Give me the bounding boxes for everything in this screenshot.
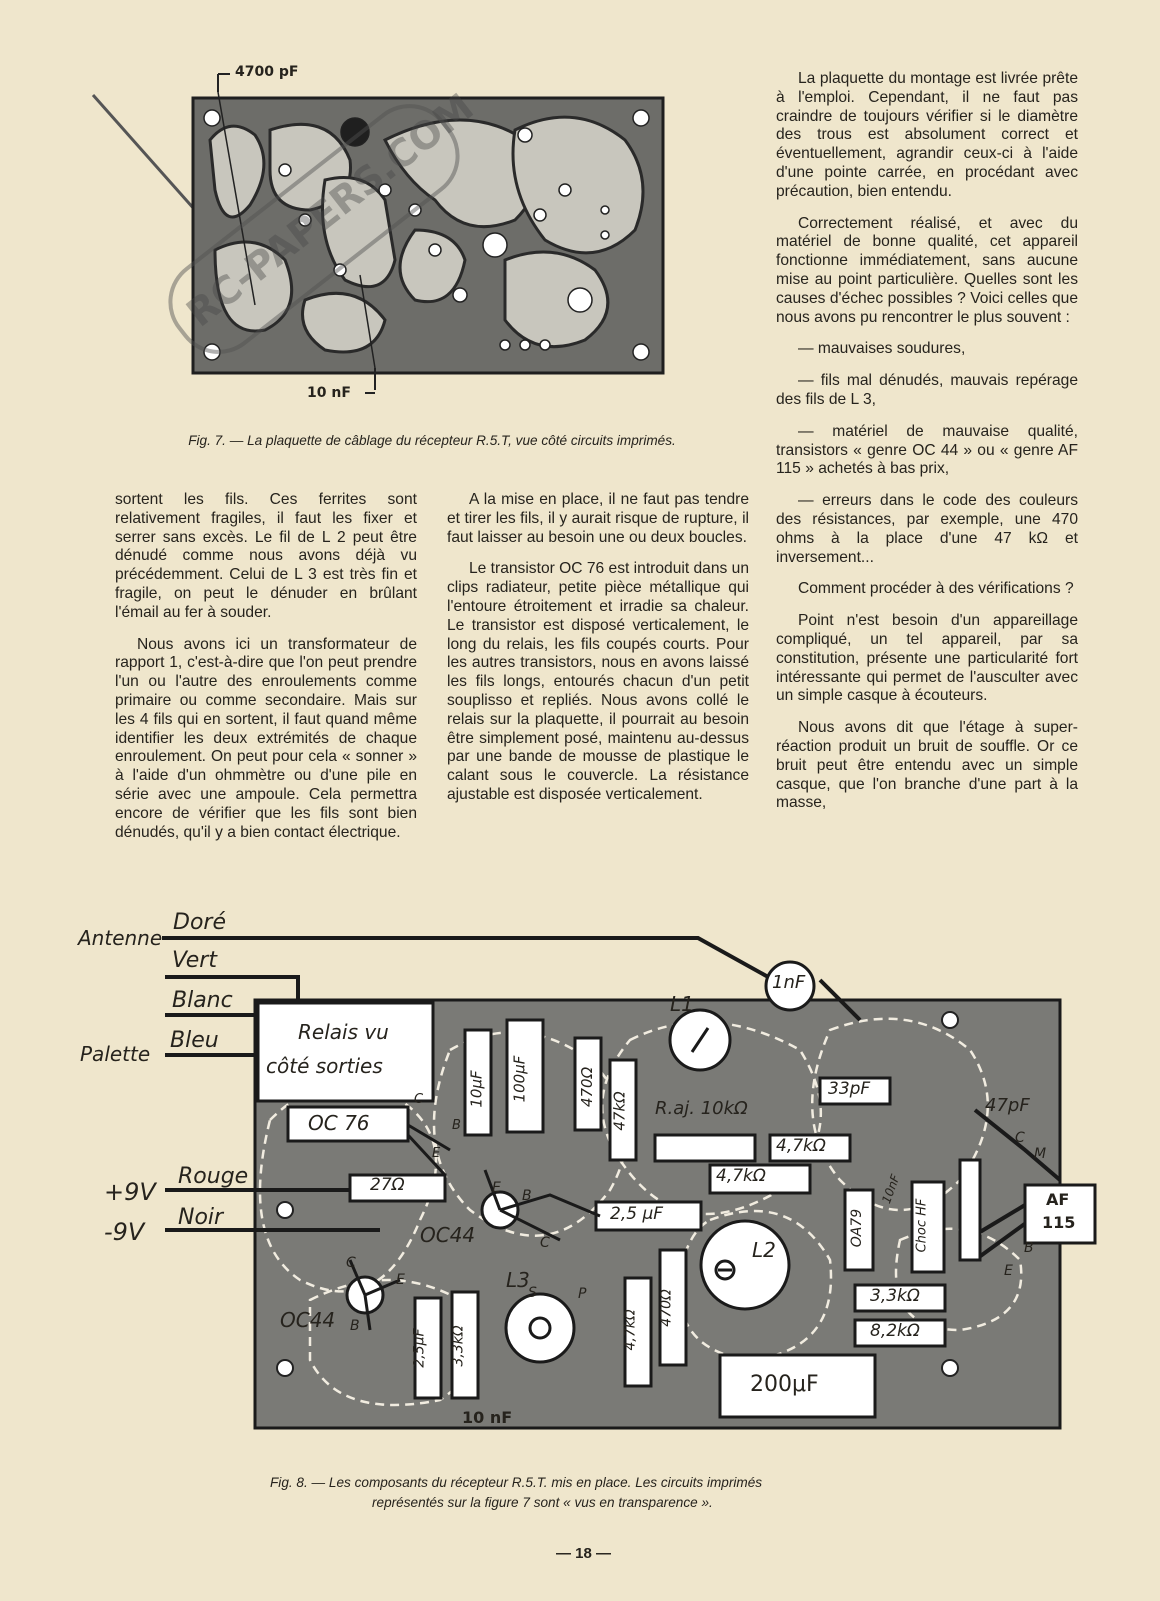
r82k-label: 8,2kΩ (870, 1321, 920, 1341)
paragraph: Point n'est besoin d'un appareillage com… (776, 612, 1078, 705)
pin-e: E (432, 1146, 441, 1161)
label-palette: Palette (80, 1042, 151, 1066)
paragraph: A la mise en place, il ne faut pas tendr… (447, 491, 749, 546)
component-layout-drawing (162, 936, 1097, 1430)
paragraph: sortent les fils. Ces ferrites sont rela… (115, 491, 417, 621)
pcb-trace-drawing (91, 73, 665, 394)
pin-e: E (492, 1180, 501, 1196)
paragraph: Nous avons dit que l'étage à super-réact… (776, 719, 1078, 812)
choc-label: Choc HF (914, 1198, 930, 1253)
label-noir: Noir (178, 1205, 224, 1230)
label-blanc: Blanc (172, 988, 233, 1013)
af115-label-2: 115 (1042, 1213, 1076, 1232)
label-rouge: Rouge (178, 1164, 249, 1189)
r47kb-label: 4,7kΩ (716, 1166, 766, 1186)
list-item: — matériel de mauvaise qualité, transist… (776, 422, 1078, 478)
label-dore: Doré (173, 910, 226, 935)
c100uf-label: 100μF (510, 1055, 529, 1103)
r47ka-label: 4,7kΩ (776, 1136, 826, 1156)
paragraph: Comment procéder à des vérifications ? (798, 580, 1074, 598)
paragraph: Nous avons ici un transformateur de rapp… (115, 635, 417, 841)
oa79-label: OA79 (849, 1208, 866, 1248)
relais-label-1: Relais vu (298, 1020, 389, 1044)
l3-label: L3 (506, 1268, 530, 1292)
pin-b: B (452, 1118, 461, 1133)
c25uf-b-label: 2,5μF (411, 1328, 428, 1368)
oc44b-label: OC44 (280, 1308, 336, 1332)
right-column-top: La plaquette du montage est livrée prête… (776, 70, 1078, 826)
l2-label: L2 (752, 1238, 776, 1262)
pin-b: B (522, 1188, 532, 1204)
figure-7: 4700 pF 10 nF (85, 60, 685, 420)
pin-b: B (1024, 1240, 1034, 1256)
label-minus9v: -9V (104, 1218, 145, 1246)
r47kc-label: 4,7kΩ (622, 1309, 639, 1351)
pin-p: P (578, 1286, 587, 1302)
paragraph: La plaquette du montage est livrée prête… (776, 70, 1078, 200)
pin-c: C (1015, 1130, 1025, 1146)
pin-b: B (350, 1318, 360, 1334)
c10uf-label: 10μF (467, 1070, 486, 1108)
left-column: sortent les fils. Ces ferrites sont rela… (115, 491, 417, 855)
c33pf-label: 33pF (828, 1079, 871, 1099)
r470b-label: 470Ω (658, 1289, 675, 1327)
relais-label-2: côté sorties (266, 1054, 383, 1078)
label-bleu: Bleu (170, 1028, 219, 1053)
pin-c: C (540, 1235, 550, 1251)
fig8-caption-line-2: représentés sur la figure 7 sont « vus e… (372, 1495, 713, 1510)
af115-label-1: AF (1046, 1190, 1070, 1209)
r33ka-label: 3,3kΩ (870, 1286, 920, 1306)
c25uf-label: 2,5 μF (610, 1204, 664, 1224)
middle-column: A la mise en place, il ne faut pas tendr… (447, 491, 749, 818)
paragraph: Correctement réalisé, et avec du matérie… (776, 214, 1078, 326)
list-item: — fils mal dénudés, mauvais repérage des… (776, 372, 1078, 408)
c10nf-label: 10 nF (462, 1408, 513, 1427)
list-item: — mauvaises soudures, (798, 340, 966, 358)
pin-c: C (346, 1255, 356, 1271)
label-plus9v: +9V (104, 1178, 156, 1206)
label-vert: Vert (172, 948, 217, 973)
paragraph: Le transistor OC 76 est introduit dans u… (447, 560, 749, 803)
oc76-label: OC 76 (308, 1111, 370, 1135)
list-item: — erreurs dans le code des couleurs des … (776, 492, 1078, 566)
raj-label: R.aj. 10kΩ (655, 1098, 748, 1119)
pin-e: E (396, 1272, 405, 1288)
figure-8: Antenne Doré Vert Blanc Palette Bleu Rou… (70, 910, 1130, 1440)
l1-label: L1 (670, 992, 694, 1016)
fig7-label-4700pf: 4700 pF (235, 64, 299, 80)
fig8-caption-line-1: Fig. 8. — Les composants du récepteur R.… (270, 1475, 763, 1490)
page-number: — 18 — (556, 1545, 612, 1562)
oc44a-label: OC44 (420, 1223, 476, 1247)
r47k-label: 47kΩ (610, 1091, 629, 1131)
fig7-caption: Fig. 7. — La plaquette de câblage du réc… (188, 433, 676, 448)
c200uf-label: 200μF (750, 1372, 819, 1397)
pin-e: E (1004, 1263, 1013, 1279)
c47pf-label: 47pF (985, 1095, 1030, 1116)
pin-s: S (528, 1285, 537, 1301)
r470a-label: 470Ω (578, 1066, 597, 1108)
r33kb-label: 3,3kΩ (450, 1325, 467, 1367)
label-antenne: Antenne (78, 926, 163, 950)
r27-label: 27Ω (370, 1175, 405, 1195)
pin-c: C (414, 1092, 424, 1107)
pin-m: M (1034, 1146, 1047, 1162)
fig7-label-10nf: 10 nF (307, 385, 351, 401)
c1nf-label: 1nF (772, 972, 806, 993)
